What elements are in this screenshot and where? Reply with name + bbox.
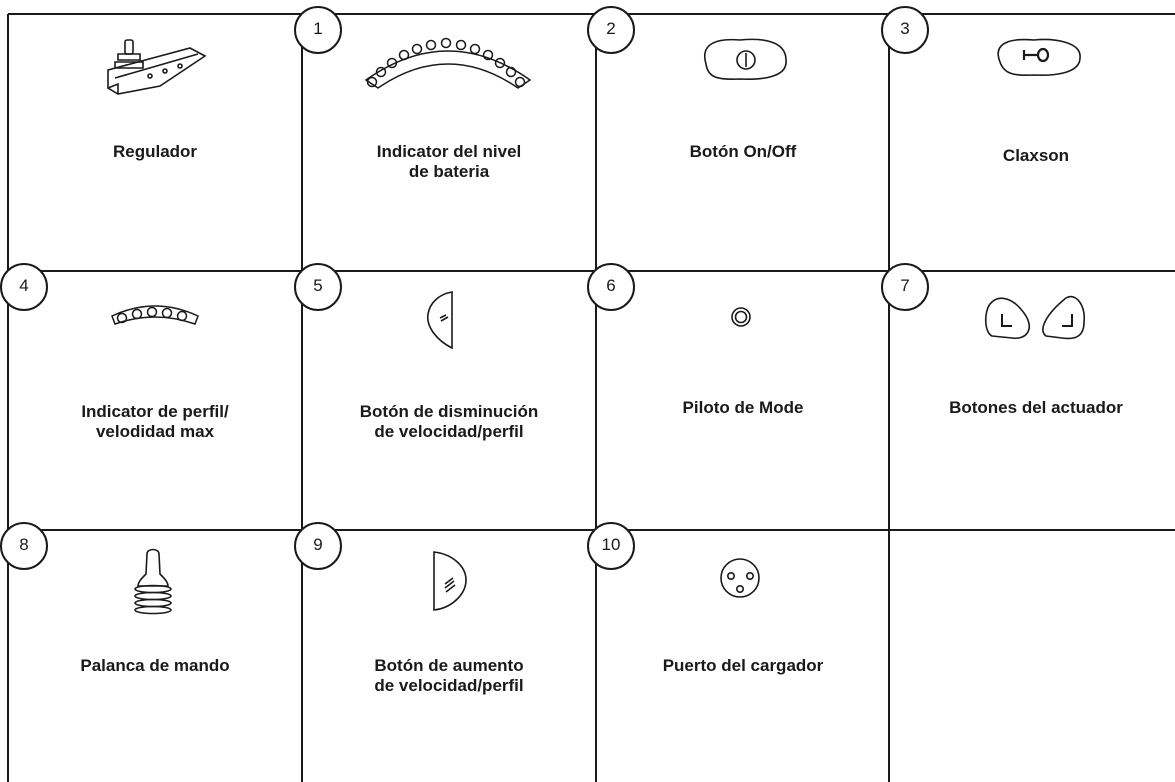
speed-decrease-button-icon [427,291,453,350]
joystick-icon [134,548,172,615]
label-charger-port: Puerto del cargador [662,656,824,675]
label-joystick: Palanca de mando [80,656,230,675]
badge-10 [587,522,635,570]
speed-increase-button-icon [433,551,467,611]
label-speed-decrease: Botón de disminución de velocidad/perfil [359,402,539,441]
throttle-handle-icon [107,39,207,95]
badge-number: 10 [601,535,621,554]
horn-button-icon [997,38,1081,77]
badge-2 [587,6,635,54]
label-horn: Claxson [1002,146,1070,165]
badge-number: 2 [606,19,616,38]
badge-8 [0,522,48,570]
badge-number: 6 [606,276,616,295]
badge-number: 8 [19,535,29,554]
badge-7 [881,263,929,311]
label-battery-indicator: Indicator del nivel de bateria [376,142,522,181]
label-speed-increase: Botón de aumento de velocidad/perfil [374,656,524,695]
power-button-icon [703,38,787,81]
badge-number: 7 [900,276,910,295]
badge-number: 4 [19,276,29,295]
badge-4 [0,263,48,311]
charger-port-icon [720,558,760,598]
mode-pilot-light-icon [731,307,751,327]
badge-number: 9 [313,535,323,554]
badge-number: 5 [313,276,323,295]
badge-number: 3 [900,19,910,38]
label-on-off-button: Botón On/Off [689,142,797,161]
label-mode-light: Piloto de Mode [682,398,804,417]
actuator-buttons-icon [984,295,1086,340]
badge-5 [294,263,342,311]
badge-3 [881,6,929,54]
battery-level-leds-icon [364,37,532,89]
label-regulador: Regulador [112,142,198,161]
profile-leds-icon [111,305,199,325]
badge-9 [294,522,342,570]
label-profile-indicator: Indicator de perfil/ velodidad max [81,402,229,441]
badge-6 [587,263,635,311]
label-actuator-buttons: Botones del actuador [949,398,1123,417]
badge-1 [294,6,342,54]
badge-number: 1 [313,19,323,38]
